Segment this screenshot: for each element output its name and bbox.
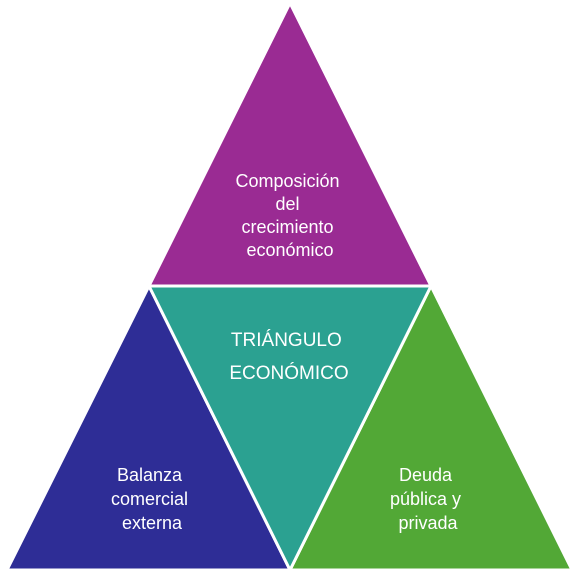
center-label-line: ECONÓMICO <box>229 362 348 384</box>
bottom-right-label-line: pública y <box>390 489 461 509</box>
bottom-right-label: Deuda pública y privada <box>390 465 466 533</box>
center-label: TRIÁNGULO ECONÓMICO <box>229 330 348 384</box>
bottom-right-label-line: privada <box>398 513 458 533</box>
top-label-line: Composición <box>235 171 339 191</box>
top-label-line: del <box>275 194 299 214</box>
top-label-line: crecimiento <box>241 217 333 237</box>
top-label-line: económico <box>246 240 333 260</box>
bottom-left-label-line: comercial <box>111 489 188 509</box>
center-triangle <box>146 284 434 573</box>
center-label-line: TRIÁNGULO <box>231 330 342 351</box>
top-label: Composición del crecimiento económico <box>235 171 344 260</box>
bottom-left-label-line: externa <box>122 513 183 533</box>
bottom-right-label-line: Deuda <box>399 465 453 485</box>
bottom-left-label: Balanza comercial externa <box>111 465 193 533</box>
bottom-left-label-line: Balanza <box>117 465 183 485</box>
